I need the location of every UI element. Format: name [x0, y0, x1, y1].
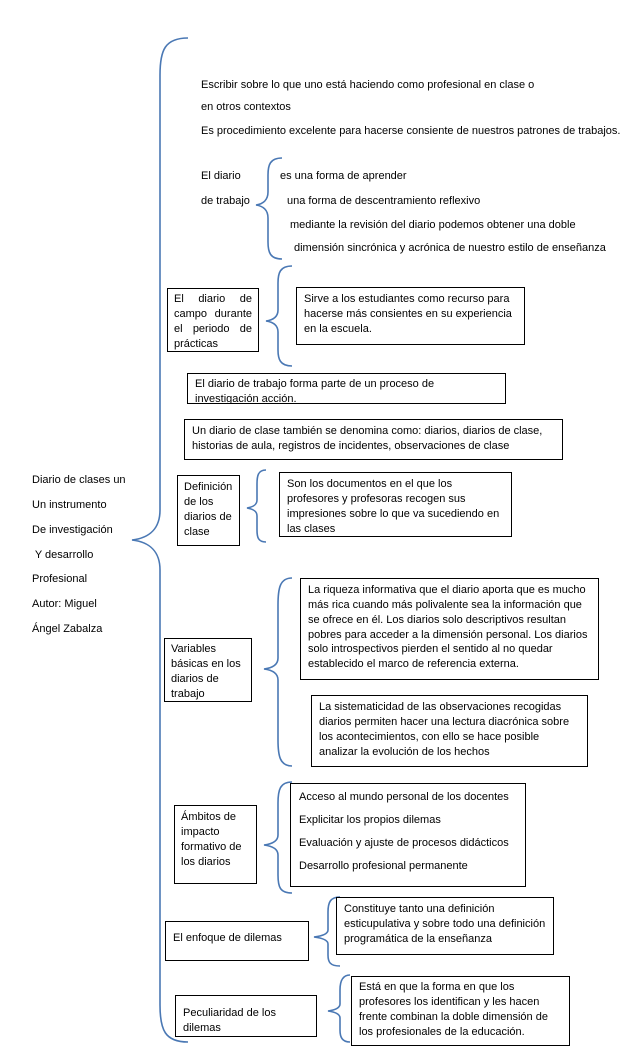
campo-label: El diario de campo durante el periodo de… — [174, 293, 252, 350]
campo-bracket — [265, 265, 293, 367]
main-topic-line: Y desarrollo — [32, 548, 94, 561]
main-topic-line: Diario de clases un — [32, 474, 126, 486]
dilemas-bracket — [313, 896, 341, 967]
diario-trabajo-label: de trabajo — [201, 195, 250, 207]
variables-detail-1-box: La riqueza informativa que el diario apo… — [300, 578, 599, 680]
definicion-label-box: Definición de los diarios de clase — [177, 475, 240, 546]
investigacion-text: El diario de trabajo forma parte de un p… — [195, 378, 435, 404]
ambitos-label-box: Ámbitos de impacto formativo de los diar… — [174, 805, 257, 884]
definicion-detail: Son los documentos en el que los profeso… — [287, 478, 500, 535]
variables-label-box: Variables básicas en los diarios de trab… — [164, 638, 252, 702]
diario-trabajo-item: dimensión sincrónica y acrónica de nuest… — [294, 242, 606, 254]
intro-line: en otros contextos — [201, 101, 291, 113]
dilemas-detail: Constituye tanto una definición esticupu… — [344, 903, 546, 945]
intro-line: Es procedimiento excelente para hacerse … — [201, 125, 621, 137]
campo-detail-box: Sirve a los estudiantes como recurso par… — [296, 287, 525, 345]
ambitos-label: Ámbitos de impacto formativo de los diar… — [181, 811, 242, 868]
intro-line: Escribir sobre lo que uno está haciendo … — [201, 79, 535, 91]
variables-detail-2-box: La sistematicidad de las observaciones r… — [311, 695, 588, 767]
dilemas-label-box: El enfoque de dilemas — [165, 921, 309, 961]
dilemas-detail-box: Constituye tanto una definición esticupu… — [336, 897, 554, 955]
denominacion-box: Un diario de clase también se denomina c… — [184, 419, 563, 460]
ambitos-bracket — [263, 781, 293, 894]
ambitos-item: Explicitar los propios dilemas — [299, 813, 441, 826]
peculiaridad-detail: Está en que la forma en que los profesor… — [359, 981, 548, 1038]
diario-trabajo-item: es una forma de aprender — [280, 170, 407, 182]
ambitos-list-box: Acceso al mundo personal de los docentes… — [290, 783, 526, 887]
main-topic-line: Autor: Miguel — [32, 598, 97, 611]
main-topic: Diario de clases un Un instrumento De in… — [32, 473, 152, 647]
main-topic-line: Un instrumento — [32, 498, 107, 511]
diario-trabajo-item: mediante la revisión del diario podemos … — [290, 219, 576, 231]
ambitos-item: Evaluación y ajuste de procesos didáctic… — [299, 836, 509, 849]
peculiaridad-bracket — [327, 974, 351, 1043]
investigacion-box: El diario de trabajo forma parte de un p… — [187, 373, 506, 404]
denominacion-text: Un diario de clase también se denomina c… — [192, 425, 543, 452]
main-topic-line: Profesional — [32, 573, 88, 586]
peculiaridad-label-box: Peculiaridad de los dilemas — [175, 995, 317, 1037]
variables-detail-1: La riqueza informativa que el diario apo… — [308, 584, 588, 671]
variables-label: Variables básicas en los diarios de trab… — [171, 643, 241, 700]
campo-detail: Sirve a los estudiantes como recurso par… — [304, 293, 512, 335]
diario-trabajo-item: una forma de descentramiento reflexivo — [287, 195, 481, 207]
main-topic-line: De investigación — [32, 523, 113, 536]
main-bracket — [131, 37, 189, 1043]
diario-trabajo-bracket — [255, 157, 283, 260]
ambitos-item: Desarrollo profesional permanente — [299, 859, 468, 872]
dilemas-label: El enfoque de dilemas — [173, 932, 282, 944]
variables-bracket — [263, 577, 293, 767]
peculiaridad-label: Peculiaridad de los dilemas — [183, 1007, 276, 1034]
definicion-bracket — [246, 469, 267, 543]
ambitos-item: Acceso al mundo personal de los docentes — [299, 791, 509, 803]
variables-detail-2: La sistematicidad de las observaciones r… — [319, 701, 570, 758]
definicion-label: Definición de los diarios de clase — [184, 481, 233, 538]
diario-trabajo-label: El diario — [201, 170, 241, 182]
campo-label-box: El diario de campo durante el periodo de… — [167, 288, 259, 352]
main-topic-line: Ángel Zabalza — [32, 623, 103, 636]
definicion-detail-box: Son los documentos en el que los profeso… — [279, 472, 512, 537]
peculiaridad-detail-box: Está en que la forma en que los profesor… — [351, 976, 570, 1046]
